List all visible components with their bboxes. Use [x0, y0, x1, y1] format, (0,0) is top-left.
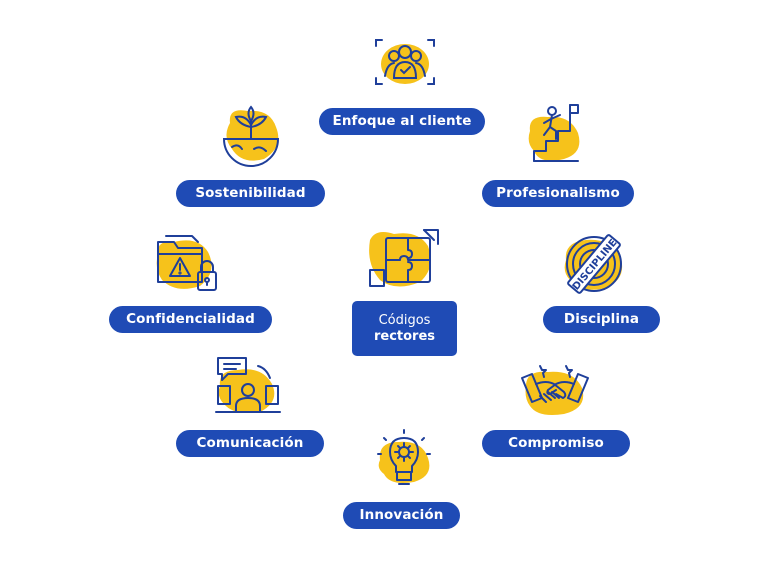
center-line-2: rectores	[373, 328, 436, 344]
confidential-folder-icon	[152, 232, 224, 296]
stairs-climber-icon	[522, 101, 584, 165]
customer-focus-icon	[372, 36, 438, 88]
center-line-1: Códigos	[378, 312, 431, 328]
label-innovacion: Innovación	[343, 502, 460, 529]
label-sostenibilidad: Sostenibilidad	[176, 180, 325, 207]
label-profesionalismo: Profesionalismo	[482, 180, 634, 207]
handshake-icon	[520, 362, 590, 420]
label-comunicacion: Comunicación	[176, 430, 324, 457]
label-enfoque-al-cliente: Enfoque al cliente	[319, 108, 485, 135]
lightbulb-gear-icon	[372, 429, 436, 492]
label-disciplina: Disciplina	[543, 306, 660, 333]
discipline-stamp-icon: DISCIPLINE	[558, 232, 630, 294]
puzzle-icon	[366, 228, 440, 292]
label-confidencialidad: Confidencialidad	[109, 306, 272, 333]
label-compromiso: Compromiso	[482, 430, 630, 457]
center-codigos-rectores: Códigos rectores	[352, 301, 457, 356]
communication-icon	[214, 356, 282, 416]
plant-globe-icon	[218, 103, 284, 167]
